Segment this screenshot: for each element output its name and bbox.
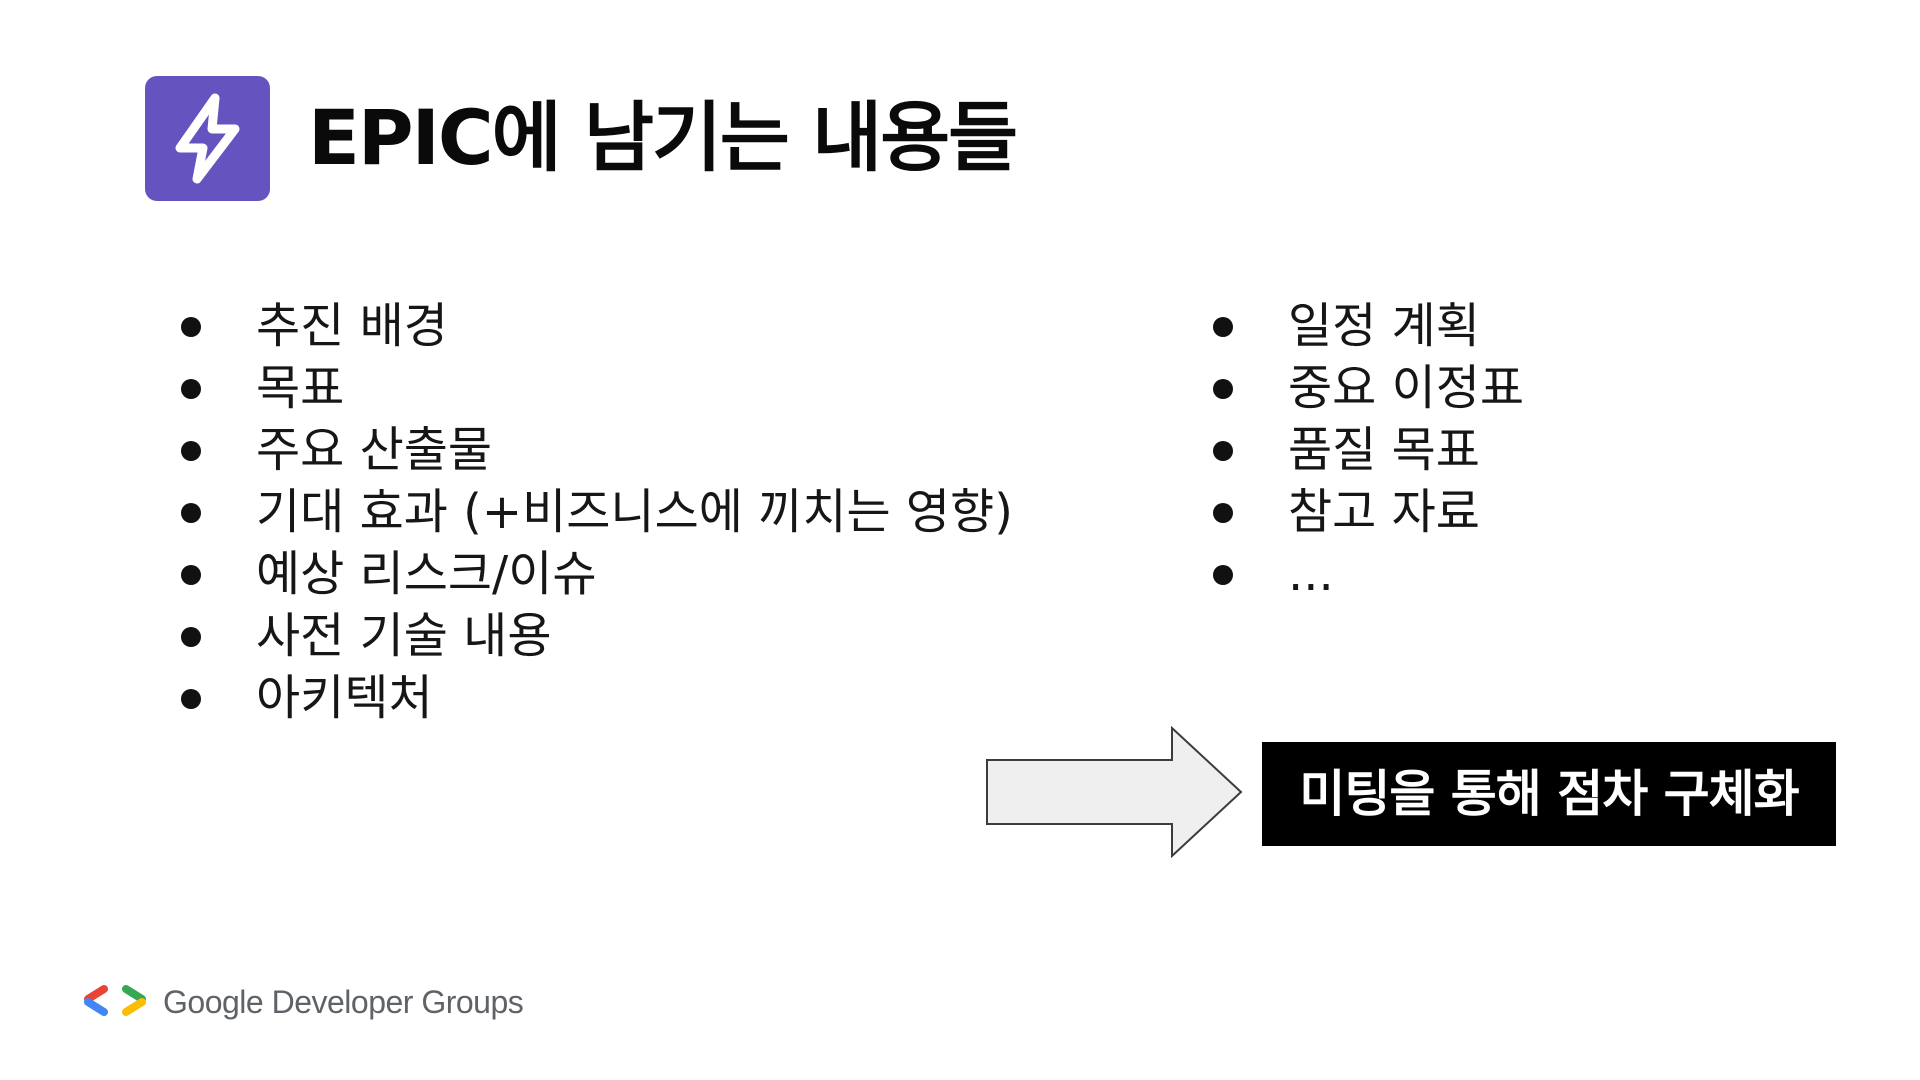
bullet-icon: [1213, 503, 1233, 523]
list-item-label: 일정 계획: [1288, 298, 1480, 354]
list-item-label: 주요 산출물: [256, 422, 493, 478]
footer-brand-text: Google Developer Groups: [163, 984, 524, 1020]
bullet-icon: [1213, 441, 1233, 461]
callout-box: 미팅을 통해 점차 구체화: [1262, 742, 1836, 846]
slide-title: EPIC에 남기는 내용들: [308, 93, 1018, 182]
google-developer-groups-logo-icon: [82, 984, 152, 1020]
list-item-label: 목표: [256, 360, 345, 416]
bullet-icon: [181, 441, 201, 461]
list-item-label: 중요 이정표: [1288, 360, 1525, 416]
bullet-icon: [1213, 317, 1233, 337]
bullet-icon: [1213, 379, 1233, 399]
list-item-label: 아키텍처: [256, 670, 433, 726]
bullet-icon: [1213, 565, 1233, 585]
bullet-icon: [181, 689, 201, 709]
list-item-label: 참고 자료: [1288, 484, 1480, 540]
lightning-bolt-icon: [145, 76, 270, 201]
bullet-icon: [181, 379, 201, 399]
list-item-label: 품질 목표: [1288, 422, 1480, 478]
bullet-icon: [181, 503, 201, 523]
list-item-label: 예상 리스크/이슈: [256, 546, 597, 602]
bullet-icon: [181, 627, 201, 647]
list-item-label: ...: [1288, 546, 1334, 602]
bullet-icon: [181, 317, 201, 337]
list-item-label: 기대 효과 (+비즈니스에 끼치는 영향): [256, 484, 1013, 540]
list-item-label: 추진 배경: [256, 298, 448, 354]
bullet-icon: [181, 565, 201, 585]
list-item-label: 사전 기술 내용: [256, 608, 552, 664]
right-arrow-icon: [985, 725, 1245, 859]
